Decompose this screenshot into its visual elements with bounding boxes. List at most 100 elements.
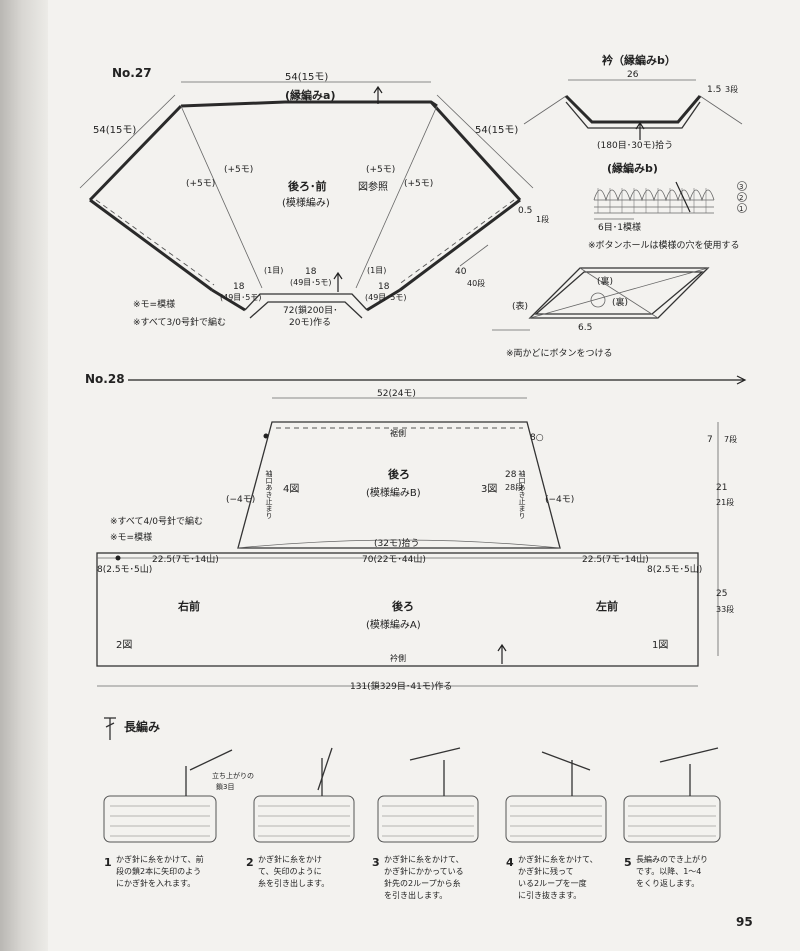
dc-step-3-line1: かぎ針に糸をかけて、 [384,854,464,864]
no27-one-st-left: (1目) [264,266,283,275]
collar-buttonhole-note: ※ボタンホールは模様の穴を使用する [588,239,740,251]
collar-row-1: 1 [739,205,743,213]
no27-plus5-3: (+5モ) [366,165,395,175]
no27-one-st-right: (1目) [367,266,386,275]
no27-body-title: 後ろ･前 [288,179,327,193]
dc-symbol [104,717,116,740]
dc-rise-label-1: 立ち上がりの [212,771,254,780]
no28-fig2: 2図 [116,639,132,651]
no27-bottom-right: 18 [378,282,390,292]
no28-right-21: 21 [716,483,727,493]
no27-d40-rows: 40段 [467,278,485,288]
dc-step-2-line1: かぎ針に糸をかけ [258,854,322,864]
collar-border-b: (縁編みb) [607,161,658,175]
collar-ura-1: (裏) [597,275,613,287]
no28-armhole: 袖口あき止まり [265,469,273,519]
dc-step-5-line2: です。以降、1〜4 [636,866,701,876]
no27-note-mo: ※モ=模様 [133,298,175,310]
no28-fig1: 1図 [652,639,668,651]
dc-step-1-num: 1 [104,856,112,869]
dc-step-5-line3: をくり返します。 [636,879,699,888]
no28-fig4: 4図 [283,483,299,495]
no28-chain-start: 131(鎖329目･41モ)作る [350,680,452,692]
dc-title: 長編み [124,719,160,734]
no27-chain-start: 72(鎖200目･ [283,304,338,316]
dc-step-2-line3: 糸を引き出します。 [258,878,329,888]
dc-step-3-num: 3 [372,856,380,869]
no28-mid-70: 70(22モ･44山) [362,554,426,565]
collar-depth: 1.5 [707,85,721,95]
no28-fig3: 3図 [481,483,497,495]
book-spine-shadow [0,0,48,951]
collar-width: 26 [627,70,639,80]
dc-step-3-line4: を引き出します。 [384,890,447,900]
dc-step-5-line1: 長編みのでき上がり [636,854,708,864]
no27-chain-start2: 20モ)作る [289,316,331,328]
dc-step-4-line1: かぎ針に糸をかけて、 [518,854,598,864]
no27-right-side: 54(15モ) [475,125,518,136]
no28-minus4-left: (−4モ) [226,495,255,505]
no28-eight-o: 8○ [530,433,544,443]
no28-left-8: 8(2.5モ･5山) [97,564,152,575]
no27-left-side: 54(15モ) [93,125,136,136]
dc-step-4-line4: に引き抜きます。 [518,890,581,900]
collar-row-3: 3 [739,183,743,191]
no28-collar-side: 衿側 [390,653,406,663]
no28-side-28-rows: 28段 [505,482,523,492]
no27-body-pattern: (模様編み) [282,196,330,209]
collar-ura-2: (裏) [612,296,628,308]
no28-right-21-rows: 21段 [716,497,734,507]
collar-title: 衿（縁編みb） [602,53,676,67]
no28-right-front: 右前 [177,599,200,613]
collar-repeat: 6目･1模様 [598,221,641,233]
no27-note-hook: ※すべて3/0号針で編む [133,316,226,328]
page-number: 95 [736,915,753,929]
no27-see-fig: 図参照 [358,180,388,193]
dc-step-2-line2: て、矢印のように [258,866,322,876]
no28-top-width: 52(24モ) [377,389,416,399]
dc-step-3-line2: かぎ針にかかっている [384,866,464,876]
dc-step-3-line3: 針先の2ループから糸 [384,878,461,888]
no27-d05: 0.5 [518,206,532,216]
no27-plus5-4: (+5モ) [404,179,433,189]
collar-depth-rows: 3段 [725,84,738,94]
no28-right-25-rows: 33段 [716,604,734,614]
collar-pickup: (180目･30モ)拾う [597,139,673,151]
no28-back-lower-pattern: (模様編みA) [366,618,421,631]
no28-right-225: 22.5(7モ･14山) [582,554,649,565]
no28-note-mo: ※モ=模様 [110,531,152,543]
no27-top-width: 54(15モ) [285,72,328,83]
no28-right-8: 8(2.5モ･5山) [647,564,702,575]
no27-bottom-mid: 18 [305,267,317,277]
no27-plus5-1: (+5モ) [224,165,253,175]
no27-d1-row: 1段 [536,214,549,224]
no28-right-7: 7 [707,435,713,445]
dc-step-4-line2: かぎ針に残って [518,866,574,876]
dc-step-illustrations: 立ち上がりの 鎖3目 [103,747,721,843]
collar-row-2: 2 [739,194,743,202]
dc-step-4-num: 4 [506,856,514,869]
dc-step-2-num: 2 [246,856,254,869]
no28-back-pattern: (模様編みB) [366,486,421,499]
dc-step-1-line3: にかぎ針を入れます。 [116,878,195,888]
border-b-stitch-chart [593,181,715,214]
collar-d65: 6.5 [578,323,592,333]
no28-left-225: 22.5(7モ･14山) [152,554,219,565]
no28-back-lower: 後ろ [392,599,414,613]
no27-bottom-mid-sub: (49目･5モ) [290,278,332,287]
no27-title: No.27 [112,66,152,80]
no28-right-25: 25 [716,589,727,599]
dc-step-5-num: 5 [624,856,632,869]
no28-pickup-32: (32モ)拾う [374,537,419,549]
no28-minus4-right: (−4モ) [545,495,574,505]
dc-step-4-line3: いる2ループを一度 [518,878,587,888]
collar-omote: (表) [512,300,528,312]
no28-title: No.28 [85,372,125,386]
no28-hem-side: 裾側 [390,428,406,438]
dc-step-1-line1: かぎ針に糸をかけて、前 [116,854,204,864]
no28-side-28: 28 [505,470,517,480]
no28-left-front: 左前 [595,599,618,613]
dc-step-1-line2: 段の鎖2本に矢印のよう [116,866,201,876]
